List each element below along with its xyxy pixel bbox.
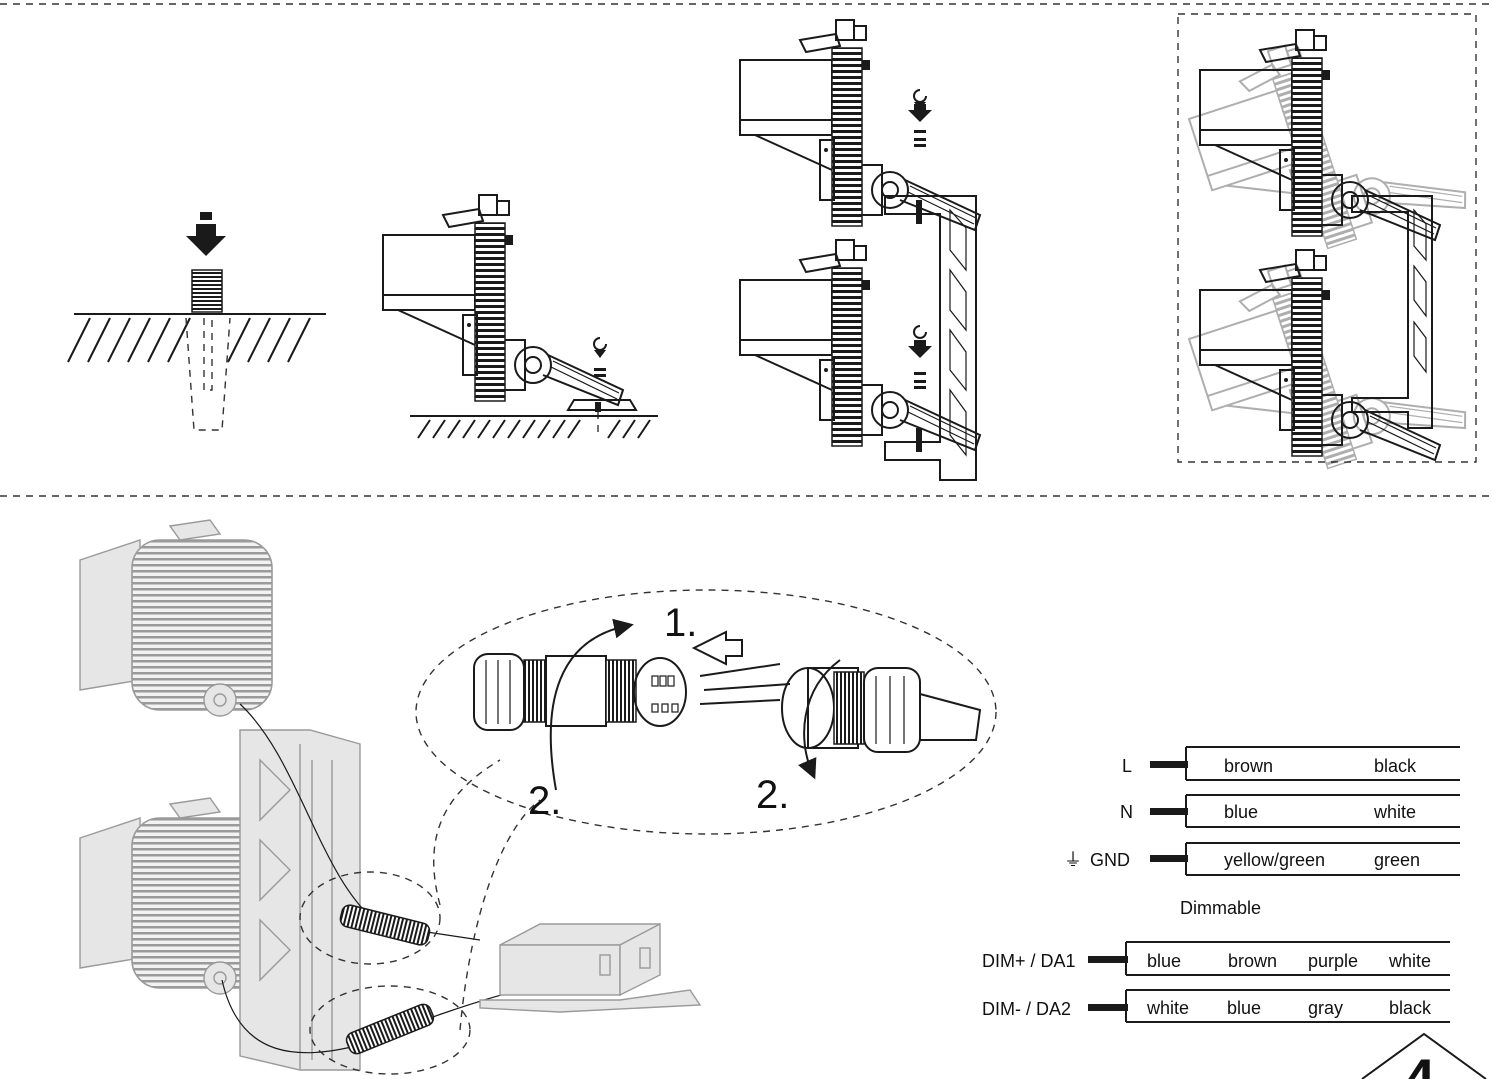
ground-icon: ⏚ [1064,850,1082,870]
angle-adjust-detail [1175,5,1477,502]
terminal-label: N [1120,802,1133,822]
wire-color: black [1374,756,1417,776]
push-down-arrow-icon [186,224,226,256]
wire-color: white [1388,951,1431,971]
curved-arrow-icon [549,618,634,791]
page-marker: 4 [1361,1032,1487,1079]
junction-box [479,922,702,1013]
ground-spike-step [67,212,326,431]
wire-row-l: L brown black [1122,746,1460,781]
step-label-turn-right: 2. [756,773,789,817]
wire-color: blue [1147,951,1181,971]
terminal-label: L [1122,756,1132,776]
wiring-table: L brown black N blue white ⏚ GND yello [982,746,1460,1023]
wire-color: yellow/green [1224,850,1325,870]
ground-mount-step [382,194,658,439]
wire-color: white [1373,802,1416,822]
terminal-label: DIM+ / DA1 [982,951,1076,971]
screw-icon [594,368,606,377]
wire-color: gray [1308,998,1343,1018]
wire-color: blue [1224,802,1258,822]
wire-row-n: N blue white [1120,794,1460,828]
terminal-label: GND [1090,850,1130,870]
bracket-mount-step [739,19,981,481]
page-number: 4 [1404,1047,1435,1079]
wire-color: black [1389,998,1432,1018]
rotate-clockwise-icon [593,337,607,351]
wire-row-dim-minus: DIM- / DA2 white blue gray black [982,989,1450,1023]
step-label-push: 1. [664,601,697,645]
wire-color: white [1146,998,1189,1018]
wire-color: purple [1308,951,1358,971]
dimmable-heading: Dimmable [1180,898,1261,918]
assembly-wiring-illustration [79,519,702,1075]
wire-color: blue [1227,998,1261,1018]
connector-lower [345,1003,435,1055]
step-label-turn-left: 2. [528,779,561,823]
wire-color: brown [1228,951,1277,971]
wire-row-dim-plus: DIM+ / DA1 blue brown purple white [982,941,1450,976]
wire-color: brown [1224,756,1273,776]
push-left-arrow-icon [691,630,743,666]
wire-color: green [1374,850,1420,870]
wire-row-gnd: ⏚ GND yellow/green green [1064,842,1460,876]
connector-detail: 1. 2. 2. [415,589,997,835]
connector-upper [339,904,431,946]
terminal-label: DIM- / DA2 [982,999,1071,1019]
mounting-bracket [884,195,977,481]
